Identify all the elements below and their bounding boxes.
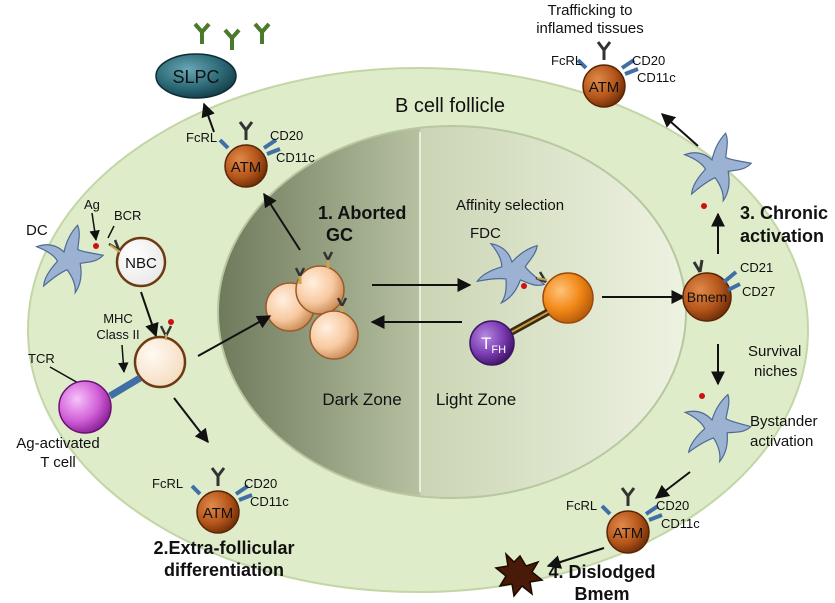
trafficking-label-line1: Trafficking to (547, 2, 632, 19)
fcrl-label-aborted: FcRL (186, 130, 217, 145)
extrafollicular-label-line1: 2.Extra-follicular (153, 538, 294, 558)
bcr-label: BCR (114, 208, 141, 223)
affinity-selection-label: Affinity selection (456, 197, 564, 214)
arrow-atm-to-burst (546, 547, 605, 569)
tfh-label: TFH (481, 334, 506, 356)
trafficking-label-line2: inflamed tissues (536, 20, 644, 37)
tcr-label: TCR (28, 351, 55, 366)
cd20-label-extrafollicular: CD20 (244, 476, 277, 491)
atm-cell-aborted: ATM (218, 120, 282, 188)
dc-label: DC (26, 222, 48, 239)
ag-activated-t-cell-label-line2: T cell (40, 454, 76, 471)
extrafollicular-label-line2: differentiation (164, 560, 284, 580)
ag-label: Ag (84, 197, 100, 212)
gc-selected-b-cell (542, 272, 594, 324)
survival-niches-label-line1: Survival (748, 343, 801, 360)
dislodged-bmem-label-line1: 4. Dislodged (548, 562, 655, 582)
arrow-gc-to-atm (263, 192, 301, 251)
cell-death-burst (494, 551, 544, 598)
slpc-cell (155, 53, 237, 99)
bmem-cell (682, 272, 732, 322)
ag-activated-t-cell-label-line1: Ag-activated (16, 435, 99, 452)
cd20-label-dislodged: CD20 (656, 498, 689, 513)
arrow-nbc-to-activated (140, 291, 159, 338)
fdc-label: FDC (470, 225, 501, 242)
fcrl-label-extrafollicular: FcRL (152, 476, 183, 491)
svg-text:ATM: ATM (589, 79, 620, 96)
chronic-activation-label-line2: activation (740, 226, 824, 246)
cd20-label-aborted: CD20 (270, 128, 303, 143)
dislodged-bmem-label-line2: Bmem (574, 584, 629, 603)
atm-cell-trafficking: ATM (576, 40, 640, 108)
cd11c-label-aborted: CD11c (276, 150, 315, 165)
cd20-label-trafficking: CD20 (632, 53, 665, 68)
light-zone-label: Light Zone (436, 390, 516, 409)
arrow-dc-to-atm-top (660, 113, 699, 147)
secreted-antibodies (193, 22, 271, 50)
aborted-gc-label-line1: 1. Aborted (318, 203, 406, 223)
fcrl-label-dislodged: FcRL (566, 498, 597, 513)
svg-text:ATM: ATM (231, 159, 262, 176)
chronic-activation-label-line1: 3. Chronic (740, 203, 828, 223)
arrow-dc-to-atm-bottom (654, 471, 691, 499)
cd11c-label-extrafollicular: CD11c (250, 494, 289, 509)
activated-b-cell (133, 335, 187, 389)
ag-activated-t-cell (58, 380, 112, 434)
cd21-label: CD21 (740, 260, 773, 275)
cd11c-label-dislodged: CD11c (661, 516, 700, 531)
bmem-label: Bmem (687, 289, 727, 305)
bystander-activation-label-line2: activation (750, 433, 813, 450)
arrow-activated-to-extrafollicular (173, 397, 209, 444)
fcrl-label-trafficking: FcRL (551, 53, 582, 68)
slpc-label: SLPC (172, 67, 219, 87)
follicle-title: B cell follicle (395, 95, 505, 117)
svg-text:ATM: ATM (613, 525, 644, 542)
naive-b-cell (115, 236, 167, 288)
mhc-label-line2: Class II (96, 327, 139, 342)
bystander-activation-label-line1: Bystander (750, 413, 818, 430)
cd11c-label-trafficking: CD11c (637, 70, 676, 85)
atm-cell-dislodged: ATM (600, 486, 664, 554)
svg-text:ATM: ATM (203, 505, 234, 522)
cd27-label: CD27 (742, 284, 775, 299)
tfh-cell (469, 320, 515, 366)
arrow-activated-to-gc (197, 315, 272, 357)
gc-b-cell-cluster (265, 251, 359, 360)
mhc-label-line1: MHC (103, 311, 133, 326)
survival-niches-label-line2: niches (754, 363, 797, 380)
atm-cell-extrafollicular: ATM (190, 466, 254, 534)
nbc-label: NBC (125, 255, 157, 272)
aborted-gc-label-line2: GC (326, 225, 353, 245)
arrow-atm-to-slpc (201, 102, 215, 133)
dark-zone-label: Dark Zone (322, 390, 401, 409)
